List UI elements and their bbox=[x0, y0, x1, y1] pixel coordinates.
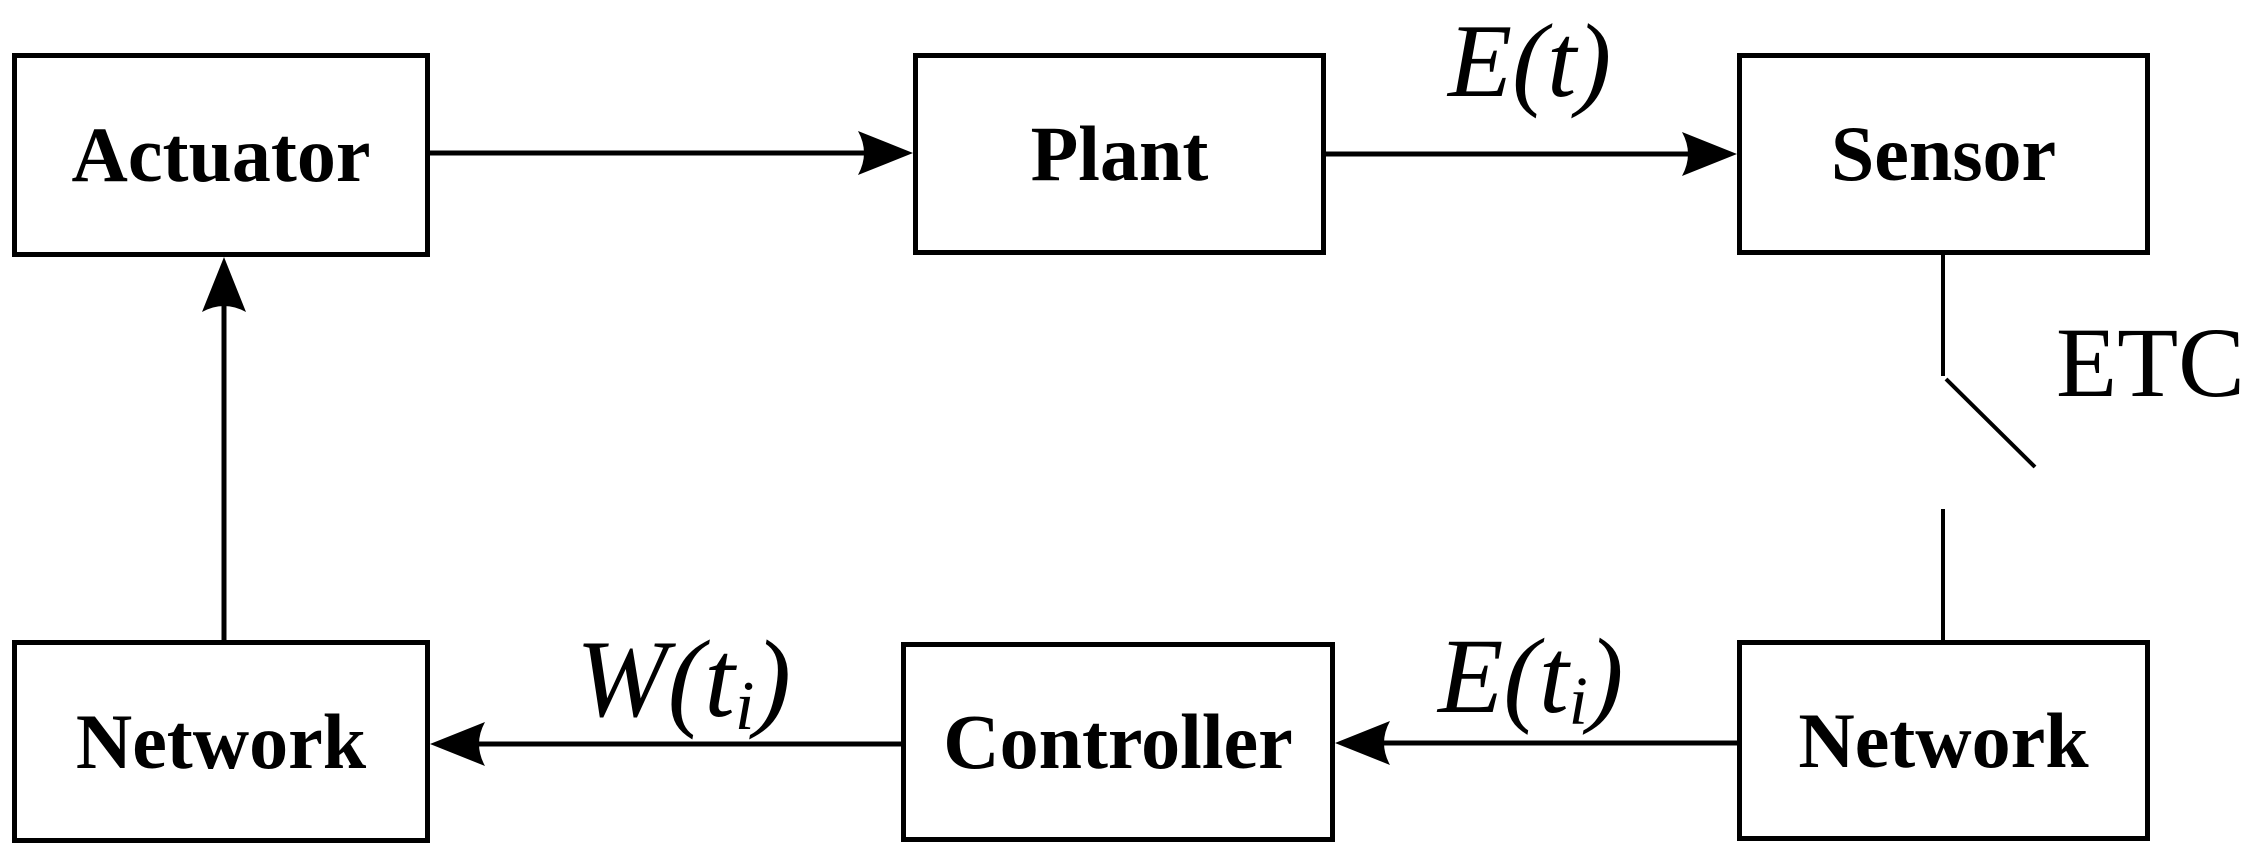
sensor-box: Sensor bbox=[1737, 53, 2150, 255]
arrowhead-controller-to-network-left bbox=[430, 722, 485, 766]
signal-label-w-ti: W(ti) bbox=[576, 624, 791, 741]
actuator-label: Actuator bbox=[71, 111, 371, 198]
arrowhead-plant-to-sensor bbox=[1682, 132, 1737, 176]
signal-label-w-ti-close: ) bbox=[754, 618, 792, 740]
arrowhead-actuator-to-plant bbox=[858, 131, 913, 175]
signal-label-e-t-main: E(t bbox=[1448, 2, 1577, 119]
sensor-label: Sensor bbox=[1830, 110, 2057, 197]
network-left-label: Network bbox=[75, 697, 367, 785]
signal-label-e-ti-close: ) bbox=[1587, 618, 1624, 736]
etc-switch-label: ETC bbox=[2056, 307, 2245, 418]
plant-label: Plant bbox=[1030, 110, 1209, 197]
signal-label-e-ti: E(ti) bbox=[1438, 624, 1623, 736]
signal-label-w-ti-sub: i bbox=[734, 666, 755, 745]
arrowhead-network-left-to-actuator bbox=[202, 257, 246, 312]
actuator-box: Actuator bbox=[12, 53, 430, 257]
signal-label-e-t: E(t) bbox=[1448, 8, 1611, 113]
network-right-label: Network bbox=[1798, 696, 2089, 784]
network-right-box: Network bbox=[1737, 640, 2150, 841]
controller-label: Controller bbox=[943, 698, 1293, 785]
signal-label-w-ti-main: W(t bbox=[576, 618, 735, 740]
switch-blade bbox=[1944, 377, 2037, 469]
signal-label-e-t-close: ) bbox=[1576, 2, 1612, 119]
network-left-box: Network bbox=[12, 640, 430, 843]
controller-box: Controller bbox=[901, 642, 1335, 842]
signal-label-e-ti-main: E(t bbox=[1438, 618, 1569, 736]
arrowhead-network-right-to-controller bbox=[1335, 721, 1390, 765]
signal-label-e-ti-sub: i bbox=[1568, 663, 1588, 740]
plant-box: Plant bbox=[913, 53, 1326, 255]
